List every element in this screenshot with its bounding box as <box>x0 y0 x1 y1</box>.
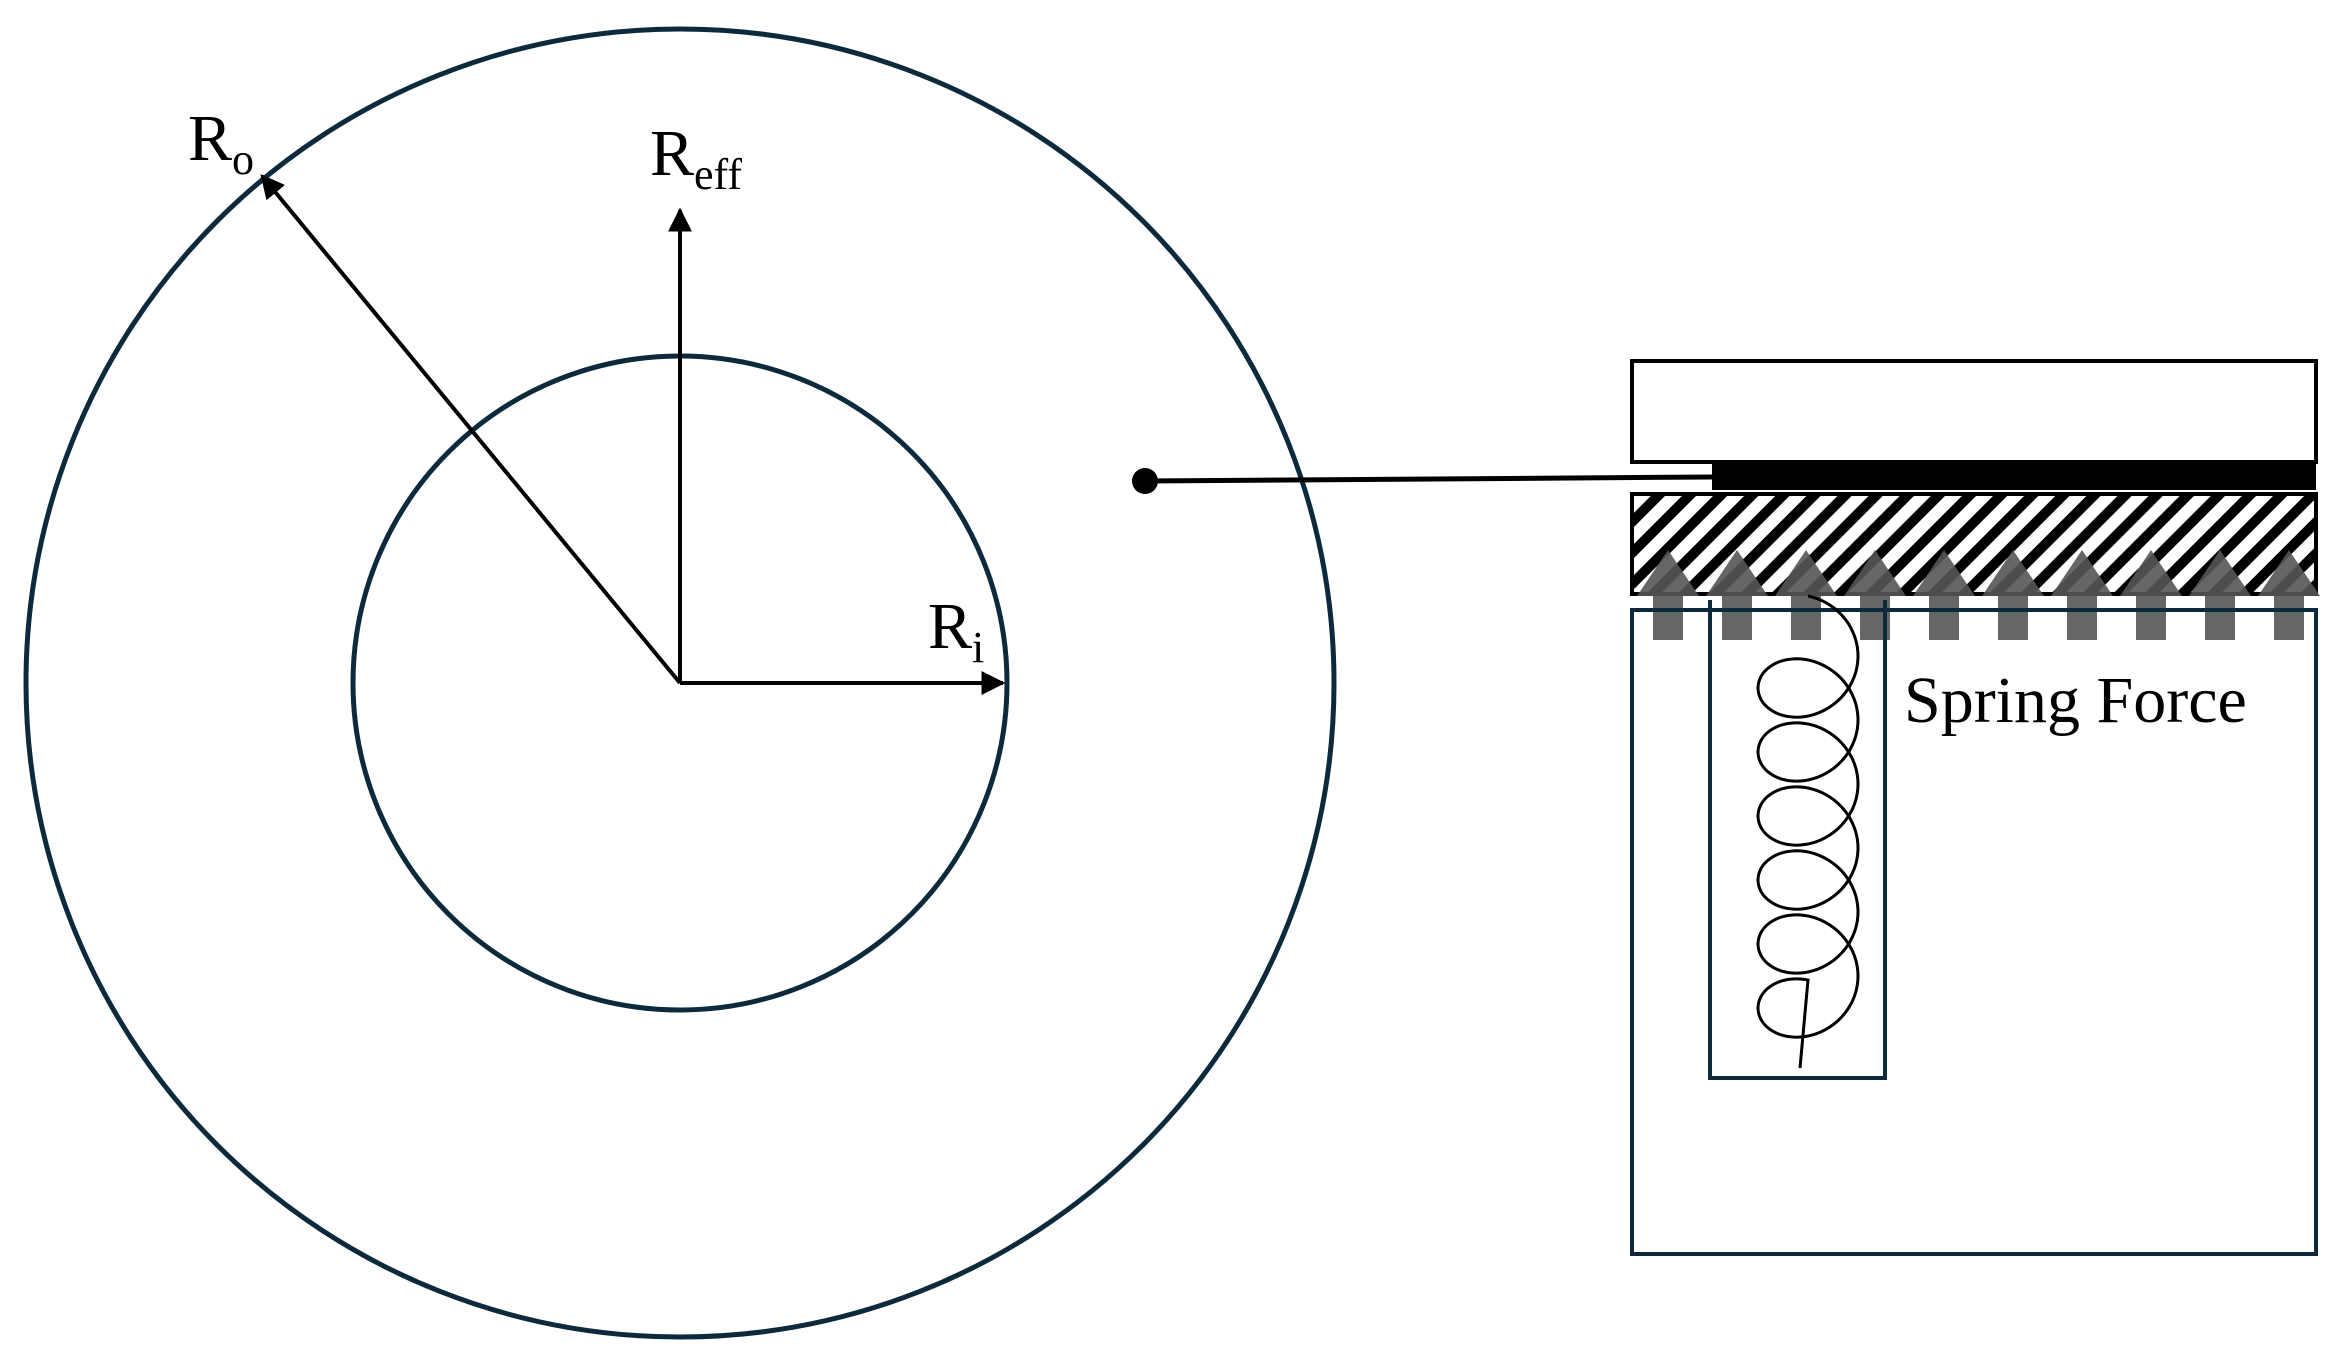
spring-force-label: Spring Force <box>1904 664 2247 737</box>
top-plate <box>1630 359 2318 464</box>
outer-radius-label-sub: o <box>232 135 254 184</box>
effective-radius-label: Reff <box>650 117 742 199</box>
friction-strip <box>1712 462 2316 490</box>
disc-group: Ro Reff Ri <box>23 26 1337 1340</box>
upward-arrow-icon <box>1844 550 1906 640</box>
upward-arrow-icon <box>1637 550 1699 640</box>
housing <box>1630 608 2318 1256</box>
leader-group <box>1132 468 1713 494</box>
inner-radius-label: Ri <box>928 590 984 672</box>
upward-arrow-icon <box>2258 550 2320 640</box>
cross-section-group: Spring Force <box>1630 359 2320 1256</box>
outer-radius-arrow <box>260 174 682 685</box>
upward-arrow-icon <box>1775 550 1837 640</box>
upward-arrow-icon <box>1913 550 1975 640</box>
outer-radius-label-main: R <box>188 102 232 175</box>
leader-line <box>1144 474 1713 484</box>
spring-force-arrows <box>1637 550 2320 640</box>
upward-arrow-icon <box>1706 550 1768 640</box>
inner-radius-label-main: R <box>928 590 972 663</box>
outer-radius-label: Ro <box>188 102 254 184</box>
spring-pocket <box>1708 600 1887 1080</box>
upward-arrow-icon <box>2189 550 2251 640</box>
outer-circle <box>23 26 1337 1340</box>
coil-spring-icon <box>1756 594 1860 1069</box>
inner-radius-label-sub: i <box>972 623 984 672</box>
upward-arrow-icon <box>2120 550 2182 640</box>
upward-arrow-icon <box>1982 550 2044 640</box>
effective-radius-label-sub: eff <box>694 150 742 199</box>
upward-arrow-icon <box>2051 550 2113 640</box>
effective-radius-label-main: R <box>650 117 694 190</box>
